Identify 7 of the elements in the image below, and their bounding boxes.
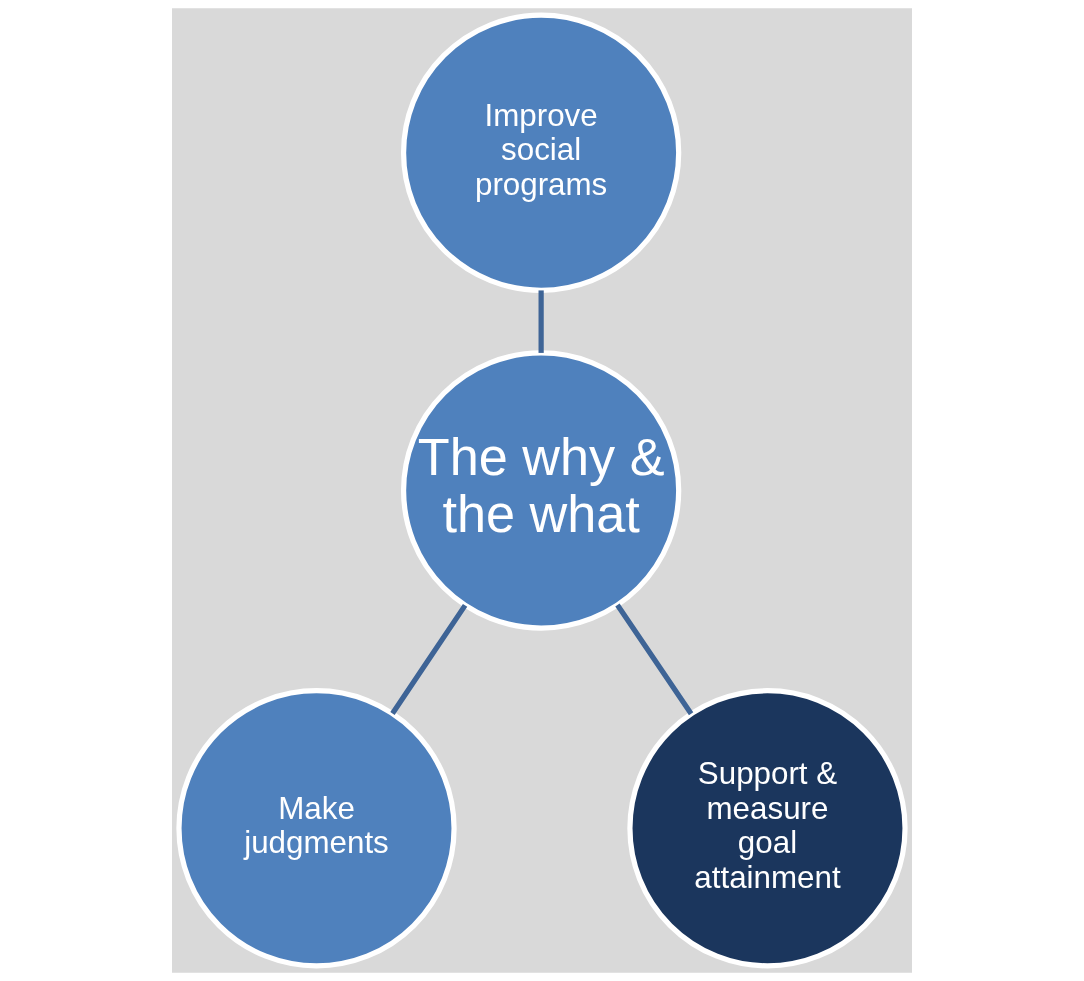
node-circle: Improve social programs: [400, 12, 682, 293]
node-circle: Make judgments: [176, 688, 457, 969]
connector: [615, 603, 694, 716]
connector: [538, 290, 544, 353]
connector: [390, 603, 468, 715]
node-circle: The why & the what: [400, 350, 682, 631]
node-circle: Support & measure goal attainment: [627, 688, 908, 969]
